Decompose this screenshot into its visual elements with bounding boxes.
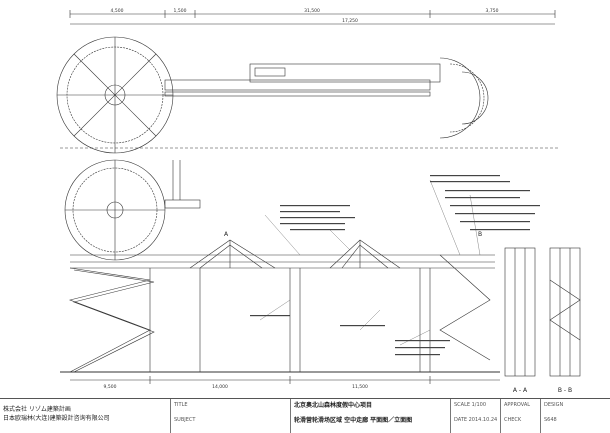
section-label-a: A - A bbox=[513, 387, 528, 394]
drawing-canvas: 4,500 1,500 31,500 17,250 3,750 9,500 14… bbox=[56, 8, 581, 394]
approval-label: APPROVAL bbox=[504, 402, 531, 408]
sections bbox=[504, 247, 581, 377]
company-cn: 日本欧瑞林(大连)建築設計咨询有限公司 bbox=[3, 415, 110, 422]
dim-1: 4,500 bbox=[111, 8, 124, 14]
sheet-number: S648 bbox=[544, 417, 557, 423]
approval-cell: APPROVAL CHECK bbox=[500, 399, 540, 433]
dim-6: 9,500 bbox=[104, 384, 117, 390]
dim-7: 14,000 bbox=[212, 384, 228, 390]
company-cell: 株式会社 リゾム建築計画 日本欧瑞林(大连)建築設計咨询有限公司 bbox=[0, 399, 170, 433]
check-label: CHECK bbox=[504, 417, 522, 423]
dim-8: 11,500 bbox=[352, 384, 368, 390]
subject-label: SUBJECT bbox=[174, 417, 196, 423]
label-cell: TITLE SUBJECT bbox=[170, 399, 290, 433]
project-cell: 北京奥北山森林度假中心项目 轮滑营轮滑场区域 空中走廊 平面图／立面图 bbox=[290, 399, 450, 433]
scale-label: SCALE bbox=[454, 402, 471, 408]
title-label: TITLE bbox=[174, 402, 188, 408]
dim-2: 1,500 bbox=[174, 8, 187, 14]
scale-value: 1/100 bbox=[471, 402, 487, 408]
view-label-b: B bbox=[478, 231, 482, 238]
dim-4: 17,250 bbox=[342, 18, 358, 24]
dim-5: 3,750 bbox=[486, 8, 499, 14]
design-label: DESIGN bbox=[544, 402, 564, 408]
drawing-name: 轮滑营轮滑场区域 空中走廊 平面图／立面图 bbox=[294, 417, 413, 424]
date-value: 2014.10.24 bbox=[468, 417, 498, 423]
view-label-a: A bbox=[224, 231, 229, 238]
plan-upper bbox=[56, 36, 560, 154]
dim-3: 31,500 bbox=[304, 8, 320, 14]
project-name: 北京奥北山森林度假中心项目 bbox=[294, 402, 373, 409]
elevation bbox=[60, 239, 500, 384]
plan-lower bbox=[64, 159, 201, 261]
date-label: DATE bbox=[454, 417, 468, 423]
sheet-cell: DESIGN S648 bbox=[540, 399, 610, 433]
scale-cell: SCALE 1/100 DATE 2014.10.24 bbox=[450, 399, 500, 433]
section-label-b: B - B bbox=[558, 387, 572, 394]
title-block: 株式会社 リゾム建築計画 日本欧瑞林(大连)建築設計咨询有限公司 TITLE S… bbox=[0, 398, 610, 433]
company-jp: 株式会社 リゾム建築計画 bbox=[3, 406, 71, 413]
